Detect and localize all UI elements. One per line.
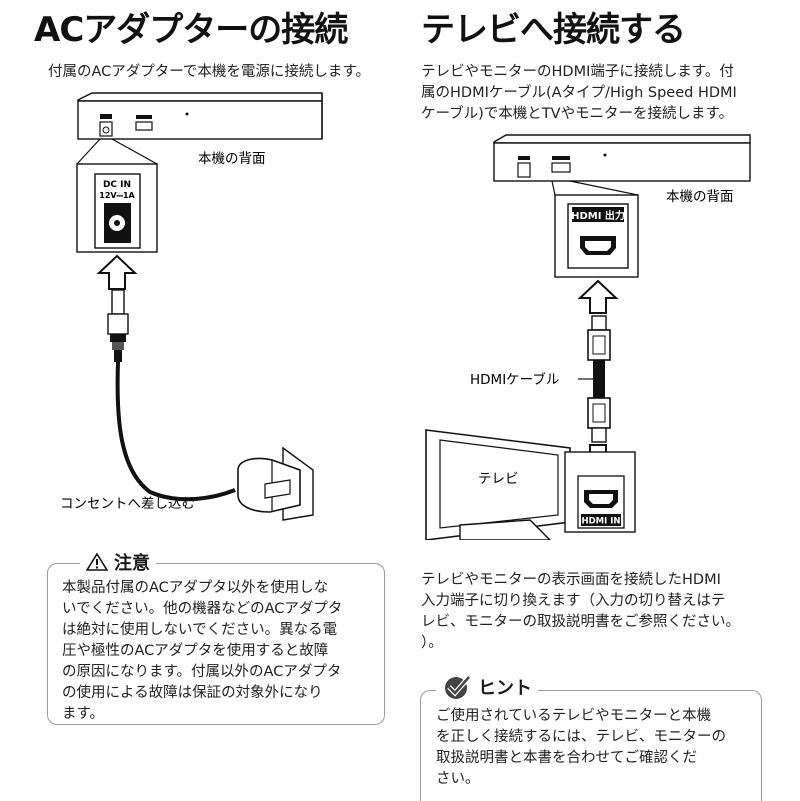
instruction-line: 入力端子に切り換えます（入力の切り替えはテ bbox=[421, 593, 726, 609]
television bbox=[425, 429, 571, 540]
outlet-label: コンセントへ差し込む bbox=[60, 496, 195, 512]
wall-outlet bbox=[237, 446, 314, 521]
up-arrow-icon bbox=[577, 279, 619, 314]
hint-box bbox=[420, 690, 762, 801]
caution-line: 圧や極性のACアダプタを使用すると故障 bbox=[62, 643, 329, 659]
caution-title: 注意 bbox=[114, 553, 150, 574]
checkmark-circle-icon bbox=[445, 675, 471, 699]
right-rear-label: 本機の背面 bbox=[666, 189, 734, 205]
dc-voltage-label: 12V⎓1A bbox=[99, 191, 135, 200]
hdmi-connection-diagram: HDMI 出力 HDMIケーブル テレビ HDMI IN 本機の背面 bbox=[425, 134, 751, 540]
caution-header: 注意 bbox=[80, 549, 156, 575]
caution-line: ます。 bbox=[62, 706, 105, 722]
hint-line: を正しく接続するには、テレビ、モニターの bbox=[436, 729, 726, 745]
section-title-ac-adapter: ACアダプターの接続 bbox=[34, 10, 348, 50]
device-rear-left bbox=[77, 92, 323, 140]
hdmi-cable-label: HDMIケーブル bbox=[470, 371, 559, 388]
caution-line: いでください。他の機器などのACアダプタ bbox=[62, 601, 343, 617]
caution-line: の使用による故障は保証の対象外になり bbox=[62, 685, 323, 701]
ac-adapter-diagram: DC IN 12V⎓1A 本機の背面 コンセントへ差し込む bbox=[60, 92, 323, 521]
section-title-tv-connect: テレビへ接続する bbox=[421, 10, 686, 50]
caution-box bbox=[47, 563, 385, 725]
hdmi-in-label: HDMI IN bbox=[581, 517, 620, 527]
caution-line: は絶対に使用しないでください。異なる電 bbox=[62, 622, 338, 638]
ac-adapter-description: 付属のACアダプターで本機を電源に接続します。 bbox=[48, 64, 370, 80]
instruction-line: ）。 bbox=[421, 635, 443, 651]
description-line: 属のHDMIケーブル(Aタイプ/High Speed HDMI bbox=[421, 85, 737, 101]
description-line: ケーブル)で本機とTVやモニターを接続します。 bbox=[421, 106, 734, 122]
hint-header: ヒント bbox=[436, 672, 538, 702]
left-rear-label: 本機の背面 bbox=[198, 151, 266, 167]
caution-line: 本製品付属のACアダプタ以外を使用しな bbox=[62, 580, 329, 596]
up-arrow-icon bbox=[96, 254, 138, 290]
hint-text: ご使用されているテレビやモニターと本機 を正しく接続するには、テレビ、モニターの… bbox=[436, 706, 756, 790]
warning-triangle-icon bbox=[86, 552, 108, 571]
tv-connect-description: テレビやモニターのHDMI端子に接続します。付 属のHDMIケーブル(Aタイプ/… bbox=[421, 62, 781, 125]
hint-line: 取扱説明書と本書を合わせてご確認くだ bbox=[436, 750, 697, 766]
hdmi-out-label: HDMI 出力 bbox=[571, 209, 625, 222]
hdmi-cable bbox=[587, 315, 611, 443]
instruction-line: テレビやモニターの表示画面を接続したHDMI bbox=[421, 572, 721, 588]
hint-title: ヒント bbox=[478, 678, 532, 699]
dc-plug bbox=[107, 289, 129, 362]
caution-text: 本製品付属のACアダプタ以外を使用しな いでください。他の機器などのACアダプタ… bbox=[62, 578, 382, 725]
tv-label: テレビ bbox=[478, 471, 519, 487]
dc-in-label: DC IN bbox=[103, 180, 131, 190]
hint-line: さい。 bbox=[436, 771, 480, 787]
caution-line: の原因になります。付属以外のACアダプタ bbox=[62, 664, 342, 680]
instruction-line: レビ、モニターの取扱説明書をご参照ください。 bbox=[421, 614, 740, 630]
input-switch-instructions: テレビやモニターの表示画面を接続したHDMI 入力端子に切り換えます（入力の切り… bbox=[421, 570, 781, 654]
hint-line: ご使用されているテレビやモニターと本機 bbox=[436, 708, 712, 724]
description-line: テレビやモニターのHDMI端子に接続します。付 bbox=[421, 64, 734, 80]
device-rear-right bbox=[493, 134, 751, 182]
